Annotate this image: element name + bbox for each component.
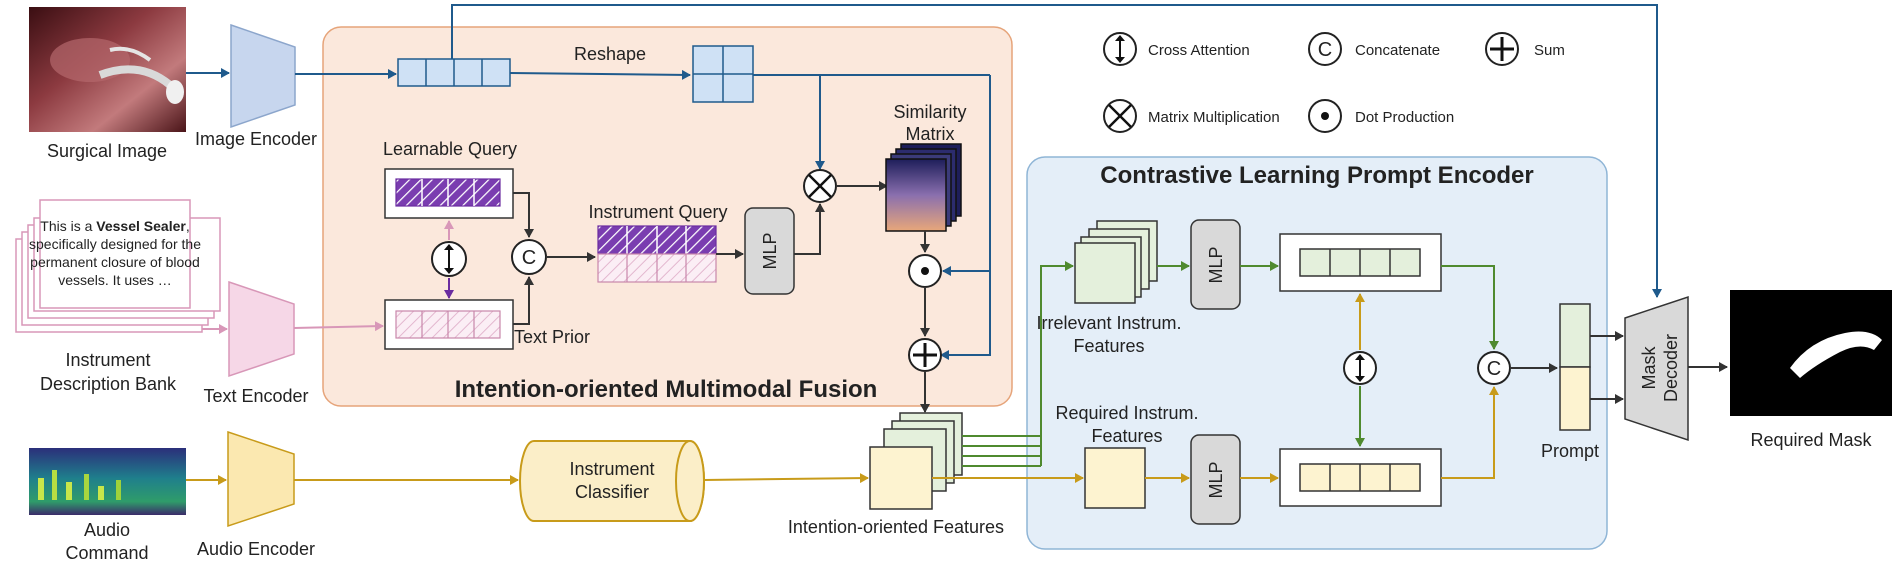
- mlp-bottom-label: MLP: [1206, 461, 1226, 498]
- text-encoder-shape: [228, 280, 295, 378]
- arrow-mlp-to-matmul: [794, 203, 825, 255]
- instrument-query-tokens: [597, 225, 717, 283]
- surgical-image: [29, 7, 186, 132]
- legend-sum-icon: [1485, 32, 1519, 66]
- irrelevant-tokens: [1299, 248, 1421, 277]
- intention-features-stack: [869, 412, 963, 510]
- irrelevant-label-2: Features: [1073, 336, 1144, 356]
- arrow-irr-tokens-to-concat: [1441, 265, 1499, 350]
- required-features-box: [1084, 447, 1146, 509]
- required-label-2: Features: [1091, 426, 1162, 446]
- similarity-label-2: Matrix: [906, 124, 955, 144]
- arrow-image-skip-to-decoder: [451, 4, 1662, 298]
- reshape-label: Reshape: [574, 44, 646, 64]
- description-bank: [15, 199, 221, 333]
- description-text-line4: vessels. It uses …: [58, 272, 172, 288]
- reshaped-grid: [692, 45, 754, 103]
- mask-decoder-label-1: Mask: [1639, 346, 1659, 390]
- surgical-image-label: Surgical Image: [47, 141, 167, 161]
- legend-matmul-icon: [1103, 99, 1137, 133]
- mask-decoder-label-2: Decoder: [1661, 334, 1681, 402]
- text-prior-label: Text Prior: [514, 327, 590, 347]
- contrast-cross-attention-op: [1343, 351, 1377, 385]
- prompt-encoder-title: Contrastive Learning Prompt Encoder: [1100, 162, 1533, 189]
- description-text-line2: specifically designed for the: [29, 236, 201, 252]
- concat-op-encoder: C: [1477, 351, 1511, 385]
- mlp-bottom-box: [1190, 434, 1241, 525]
- svg-text:C: C: [1487, 358, 1501, 380]
- description-text-line3: permanent closure of blood: [30, 254, 200, 270]
- required-tokens: [1299, 463, 1421, 492]
- arrow-text-encoder-to-prior: [293, 321, 384, 332]
- similarity-matrix: [885, 143, 962, 232]
- svg-text:C: C: [522, 247, 536, 269]
- prompt-encoder-panel: [1026, 156, 1608, 550]
- audio-label-1: Audio: [84, 520, 130, 540]
- mask-decoder-shape: [1624, 295, 1689, 442]
- prompt-stack: [1559, 303, 1591, 431]
- fusion-title: Intention-oriented Multimodal Fusion: [455, 376, 878, 403]
- instrument-classifier: [519, 440, 705, 522]
- mlp-top-label: MLP: [1206, 246, 1226, 283]
- audio-label-2: Command: [65, 543, 148, 563]
- arrow-classifier-to-features: [703, 473, 869, 484]
- required-mask-label: Required Mask: [1750, 430, 1872, 450]
- legend-sum-label: Sum: [1534, 42, 1565, 59]
- learnable-query-tokens: [395, 178, 501, 207]
- legend-concatenate-icon: C: [1308, 32, 1342, 66]
- description-bank-label-2: Description Bank: [40, 374, 177, 394]
- matmul-op: [803, 169, 837, 203]
- prompt-label: Prompt: [1541, 441, 1599, 461]
- similarity-label-1: Similarity: [893, 102, 966, 122]
- learnable-query-label: Learnable Query: [383, 139, 517, 159]
- image-encoder-shape: [230, 23, 296, 129]
- cross-attention-op: [431, 241, 467, 277]
- concat-op-fusion: C: [511, 239, 547, 275]
- image-encoder-label: Image Encoder: [195, 129, 317, 149]
- image-tokens: [397, 58, 511, 87]
- dot-production-op: [908, 254, 942, 288]
- classifier-label-1: Instrument: [569, 459, 654, 479]
- arrow-lq-to-concat: [513, 192, 534, 238]
- svg-text:C: C: [1318, 39, 1332, 61]
- legend-dot-icon: [1308, 99, 1342, 133]
- fusion-mlp-box: [744, 207, 795, 295]
- text-prior-tokens: [395, 310, 501, 339]
- legend-cross-attention-label: Cross Attention: [1148, 42, 1250, 59]
- instrument-query-label: Instrument Query: [588, 202, 727, 222]
- legend-concatenate-label: Concatenate: [1355, 42, 1440, 59]
- audio-encoder-shape: [227, 430, 295, 528]
- arrow-grid-to-sum: [940, 271, 991, 360]
- arrow-req-tokens-to-concat: [1441, 386, 1499, 479]
- description-bank-label-1: Instrument: [65, 350, 150, 370]
- intention-features-label: Intention-oriented Features: [788, 517, 1004, 537]
- sum-op: [908, 338, 942, 372]
- legend-cross-attention-icon: [1103, 32, 1137, 66]
- mlp-top-box: [1190, 219, 1241, 310]
- classifier-label-2: Classifier: [575, 482, 649, 502]
- audio-encoder-label: Audio Encoder: [197, 539, 315, 559]
- irrelevant-features-stack: [1074, 220, 1158, 304]
- legend-dot-label: Dot Production: [1355, 109, 1454, 126]
- audio-spectrogram: [29, 448, 186, 515]
- required-label-1: Required Instrum.: [1055, 403, 1198, 423]
- text-encoder-label: Text Encoder: [203, 386, 308, 406]
- fusion-mlp-label: MLP: [760, 232, 780, 269]
- legend-matmul-label: Matrix Multiplication: [1148, 109, 1280, 126]
- arrow-tp-to-concat: [513, 276, 534, 325]
- description-text-line1: This is a Vessel Sealer,: [40, 218, 189, 234]
- irrelevant-label-1: Irrelevant Instrum.: [1036, 313, 1181, 333]
- arrow-reshape: [509, 69, 691, 80]
- mask-shape: [1790, 331, 1882, 378]
- arrow-green-route-1: [962, 261, 1074, 437]
